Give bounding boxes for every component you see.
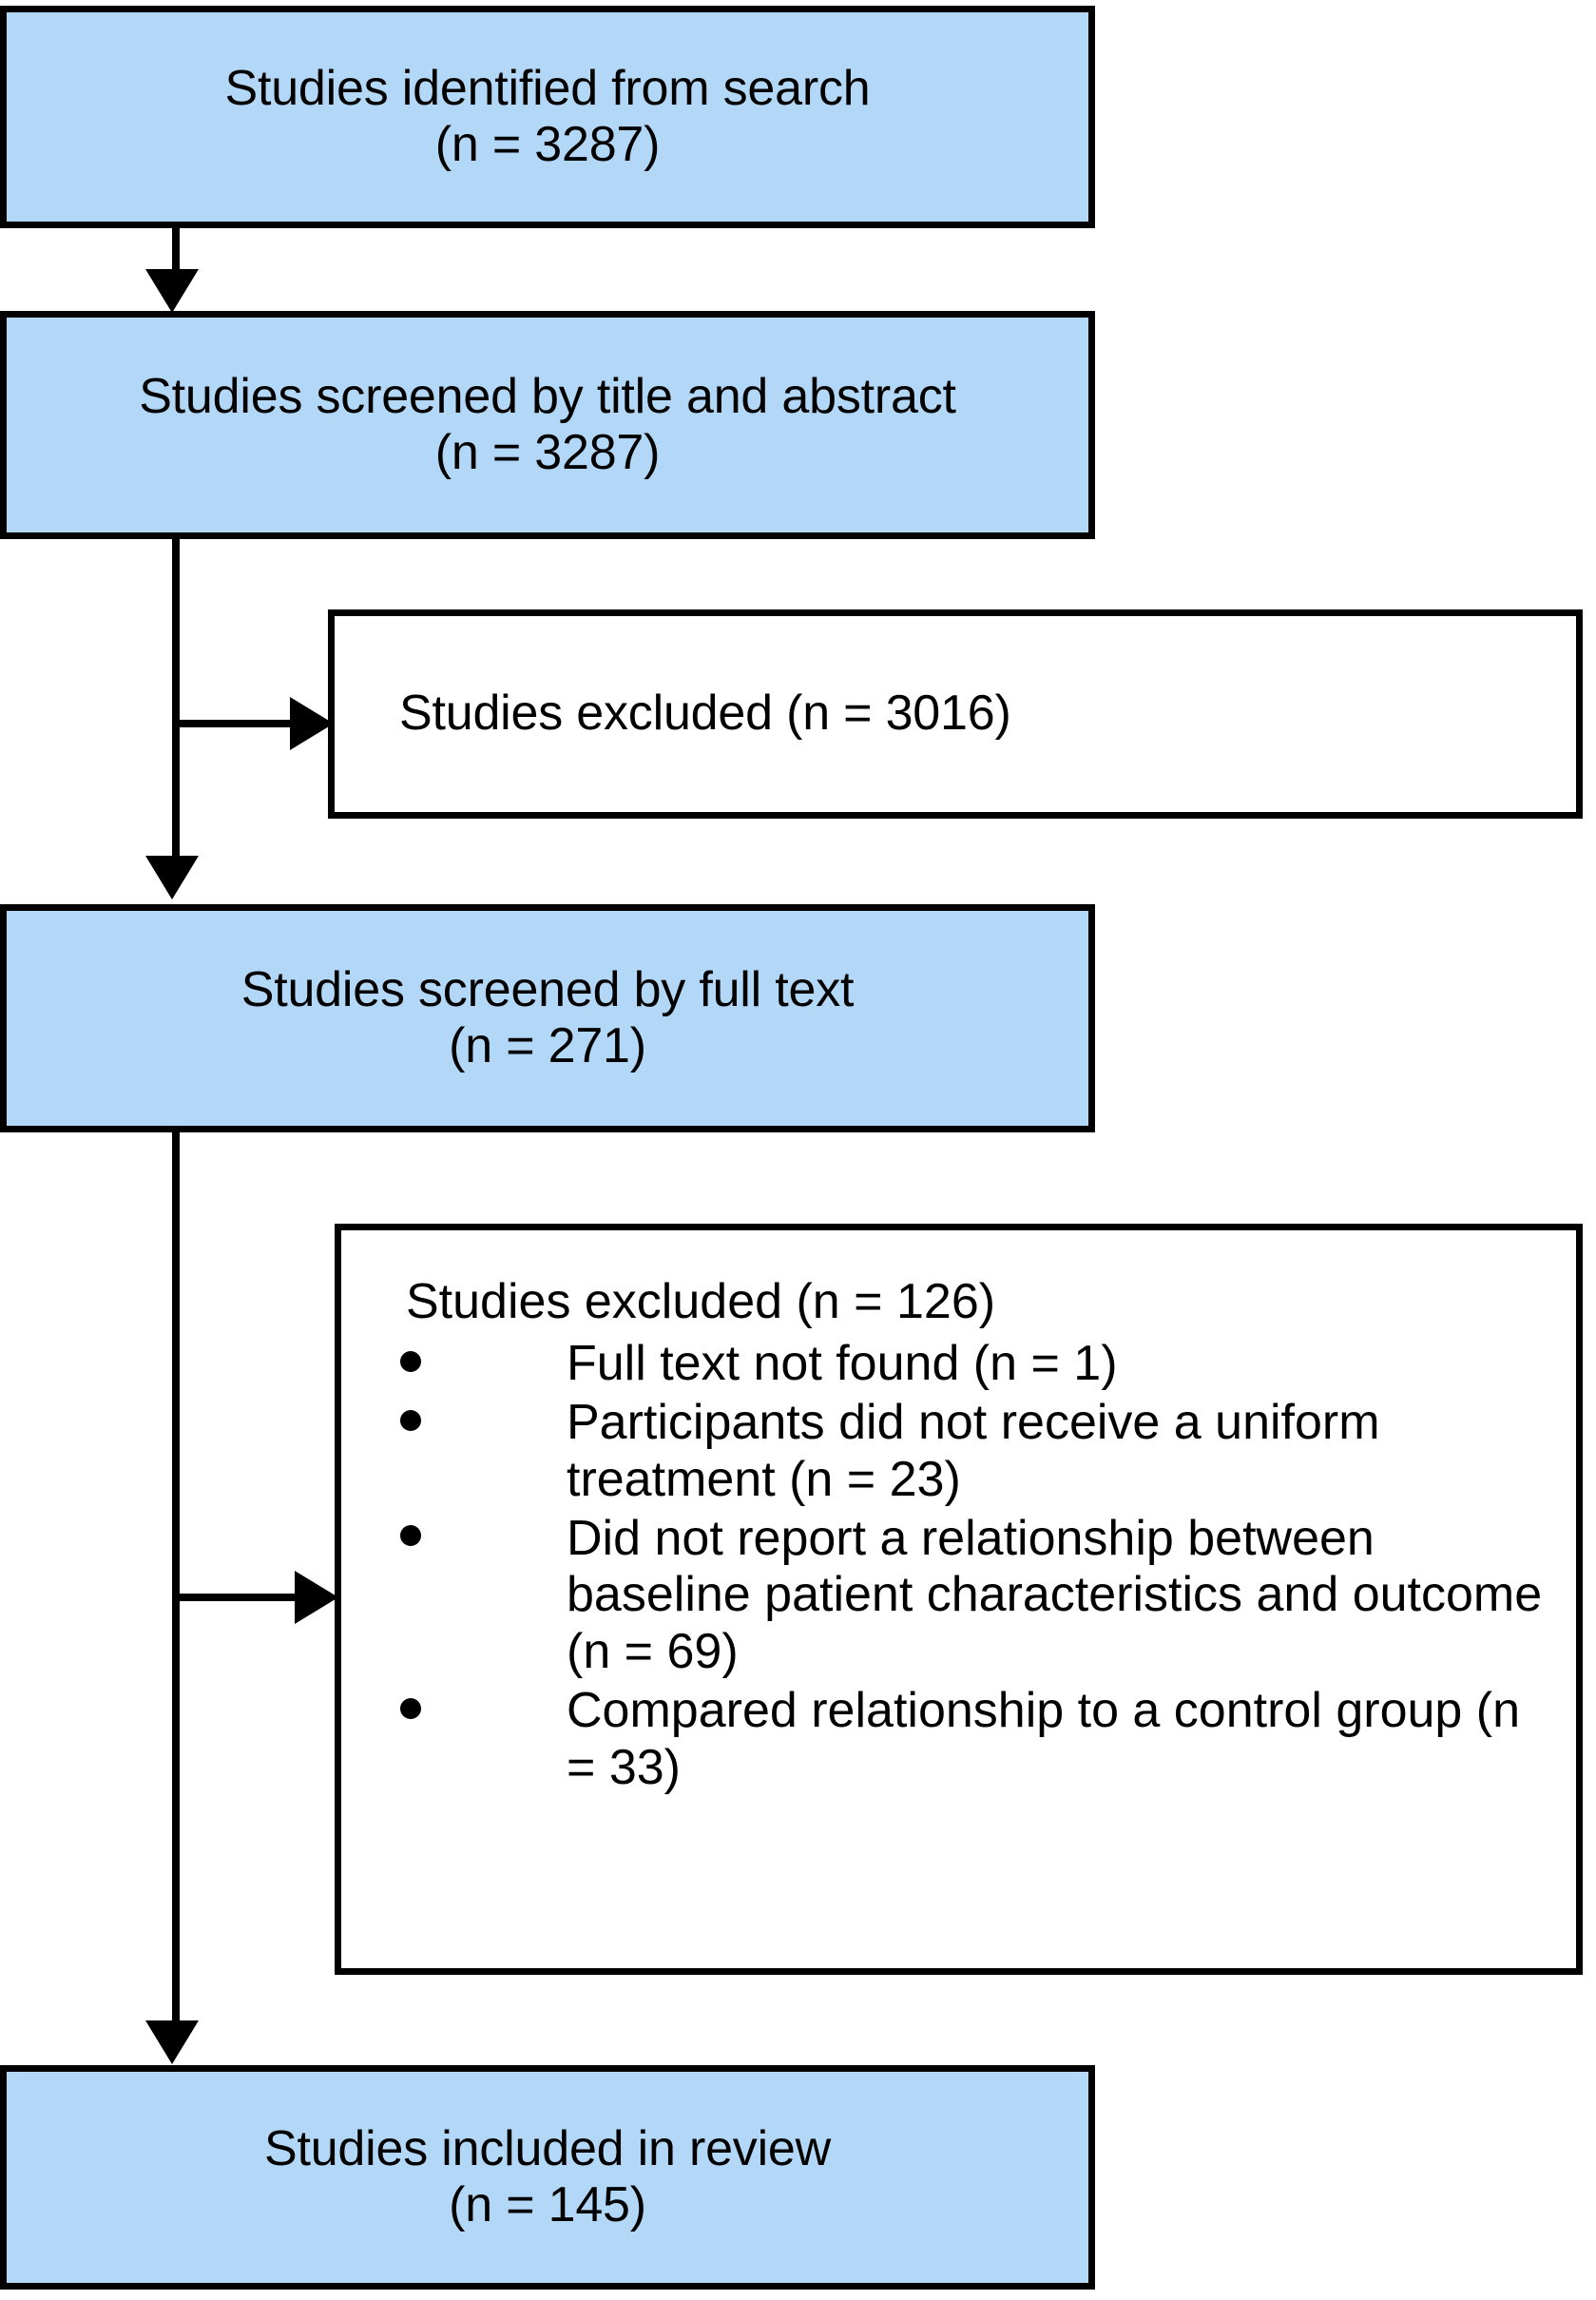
connector-screened-ft-to-included [172,1132,180,2026]
node-studies-included: Studies included in review (n = 145) [0,2065,1095,2290]
connector-identified-to-screened-ta [172,228,180,276]
bullet-icon [400,1525,421,1547]
bullet-icon [400,1697,421,1719]
node-studies-identified-line1: Studies identified from search [224,60,871,116]
node-studies-screened-title-abstract-count: (n = 3287) [434,425,661,480]
node-studies-excluded-title-abstract: Studies excluded (n = 3016) [328,609,1583,819]
list-item: Did not report a relationship between ba… [400,1511,1557,1681]
list-item: Compared relationship to a control group… [400,1683,1557,1797]
arrow-down-icon [145,2020,199,2064]
exclusion-reason-list: Full text not found (n = 1) Participants… [400,1336,1557,1798]
node-studies-screened-full-text-count: (n = 271) [449,1018,646,1073]
exclusion-reason-text: Participants did not receive a uniform t… [567,1395,1380,1507]
bullet-icon [400,1409,421,1431]
arrow-right-icon [290,697,334,750]
connector-screened-ta-to-screened-ft [172,539,180,862]
node-studies-screened-full-text: Studies screened by full text (n = 271) [0,904,1095,1132]
node-studies-screened-title-abstract-line1: Studies screened by title and abstract [139,368,956,424]
exclusion-reason-text: Full text not found (n = 1) [567,1336,1118,1392]
node-studies-screened-title-abstract: Studies screened by title and abstract (… [0,311,1095,539]
node-studies-screened-full-text-line1: Studies screened by full text [240,961,855,1017]
node-studies-excluded-title-abstract-label: Studies excluded (n = 3016) [399,686,1011,742]
arrow-right-icon [295,1571,338,1624]
node-studies-excluded-full-text-heading: Studies excluded (n = 126) [406,1274,996,1329]
connector-screened-ta-to-excluded-ta [172,720,296,727]
exclusion-reason-text: Compared relationship to a control group… [567,1683,1521,1795]
node-studies-identified: Studies identified from search (n = 3287… [0,6,1095,228]
node-studies-identified-count: (n = 3287) [434,117,661,172]
arrow-down-icon [145,269,199,313]
exclusion-reason-text: Did not report a relationship between ba… [567,1510,1543,1680]
node-studies-excluded-full-text: Studies excluded (n = 126) Full text not… [335,1224,1583,1975]
node-studies-included-line1: Studies included in review [263,2120,832,2176]
list-item: Full text not found (n = 1) [400,1336,1557,1393]
list-item: Participants did not receive a uniform t… [400,1395,1557,1509]
arrow-down-icon [145,856,199,899]
connector-screened-ft-to-excluded-ft [172,1594,300,1601]
bullet-icon [400,1350,421,1372]
node-studies-included-count: (n = 145) [449,2177,646,2232]
